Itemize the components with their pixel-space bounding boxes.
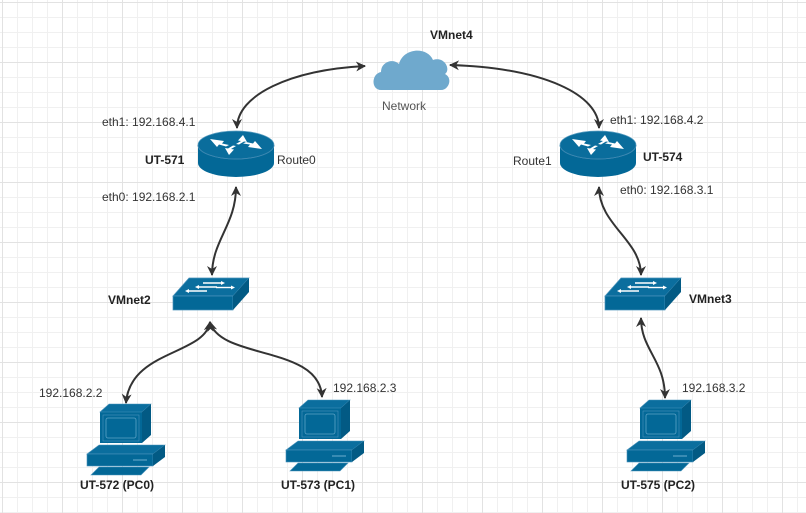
pc-icon-pc1[interactable] — [285, 399, 365, 472]
pc2-ip: 192.168.3.2 — [682, 381, 746, 395]
router1-eth0: eth0: 192.168.3.1 — [620, 183, 714, 197]
pc0-name: UT-572 (PC0) — [80, 478, 155, 492]
pc1-ip: 192.168.2.3 — [333, 381, 397, 395]
pc-icon-pc0[interactable] — [86, 403, 166, 476]
router0-label: Route0 — [277, 153, 316, 167]
router-icon-router0[interactable] — [197, 130, 275, 178]
link-router1-cloud[interactable] — [449, 60, 604, 129]
router0-eth0: eth0: 192.168.2.1 — [102, 190, 196, 204]
link-switch1-pc2[interactable] — [636, 317, 670, 399]
router1-eth1: eth1: 192.168.4.2 — [610, 113, 704, 127]
link-router0-cloud[interactable] — [232, 61, 366, 129]
router-icon-router1[interactable] — [559, 130, 637, 178]
link-switch0-pc1[interactable] — [207, 321, 327, 398]
link-router1-switch1[interactable] — [594, 186, 646, 276]
link-switch0-pc0[interactable] — [121, 321, 214, 404]
pc0-ip: 192.168.2.2 — [39, 386, 103, 400]
pc2-name: UT-575 (PC2) — [621, 478, 696, 492]
pc-icon-pc2[interactable] — [626, 399, 706, 472]
cloud-icon[interactable] — [373, 50, 450, 90]
link-router0-switch0[interactable] — [207, 186, 241, 276]
pc1-name: UT-573 (PC1) — [281, 478, 356, 492]
cloud-name: VMnet4 — [430, 28, 473, 42]
switch-icon-switch0[interactable] — [172, 277, 250, 311]
router1-label: Route1 — [513, 154, 552, 168]
cloud-label: Network — [382, 99, 427, 113]
router1-name: UT-574 — [643, 150, 683, 164]
router0-eth1: eth1: 192.168.4.1 — [102, 115, 196, 129]
switch1-name: VMnet3 — [689, 292, 732, 306]
router0-name: UT-571 — [145, 153, 185, 167]
links — [121, 60, 670, 404]
switch0-name: VMnet2 — [108, 293, 151, 307]
switch-icon-switch1[interactable] — [604, 277, 682, 311]
